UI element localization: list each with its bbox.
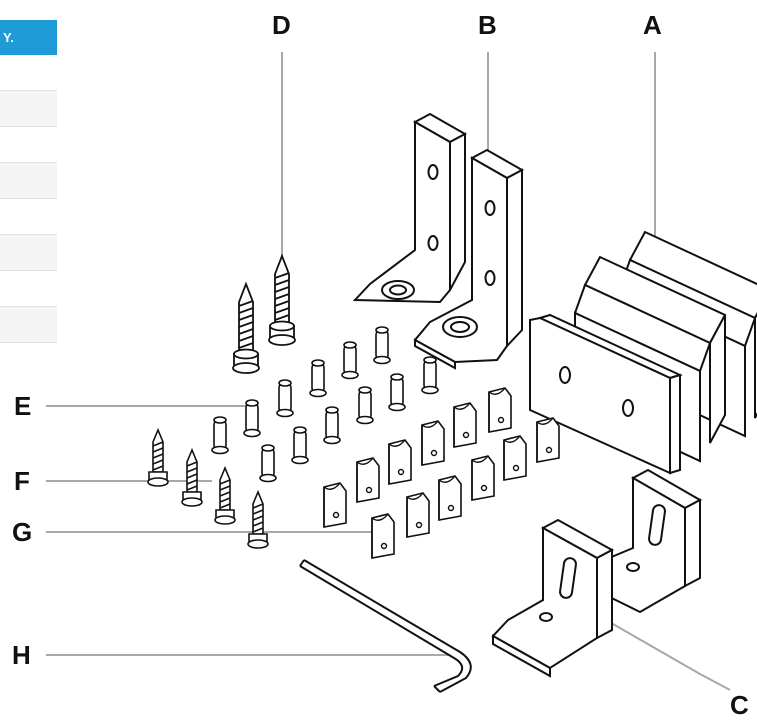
table-row [0, 55, 57, 91]
table-row [0, 307, 57, 343]
table-row [0, 235, 57, 271]
part-a-plates [529, 230, 757, 475]
label-d: D [272, 10, 291, 40]
part-b-brackets [352, 112, 525, 370]
table-row [0, 199, 57, 235]
part-d-screws [232, 255, 296, 374]
part-f-screws [147, 429, 269, 549]
label-a: A [643, 10, 662, 40]
label-c: C [730, 690, 749, 720]
table-row [0, 127, 57, 163]
table-row [0, 271, 57, 307]
leader-lines [46, 52, 731, 691]
quantity-table-header: Y. [0, 20, 57, 55]
part-h-hex-key [299, 559, 472, 693]
label-h: H [12, 640, 31, 670]
label-g: G [12, 517, 33, 547]
label-f: F [14, 466, 30, 496]
quantity-table: Y. [0, 20, 57, 343]
table-row [0, 163, 57, 199]
table-row [0, 91, 57, 127]
label-e: E [14, 391, 32, 421]
part-c-brackets [491, 468, 703, 678]
label-b: B [478, 10, 497, 40]
